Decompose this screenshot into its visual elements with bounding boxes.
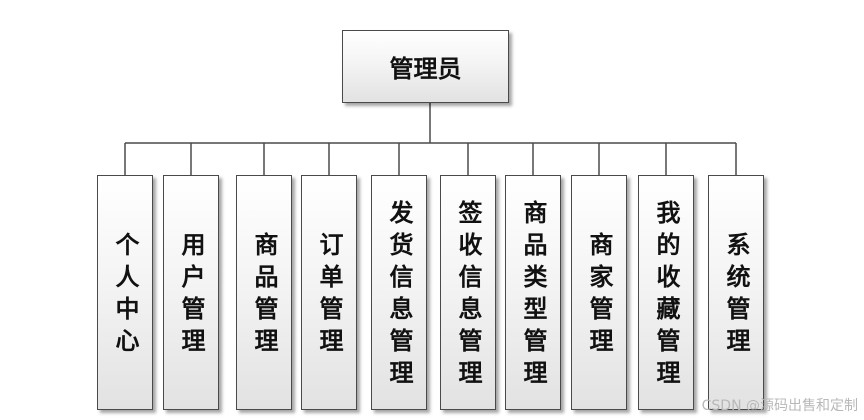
child-node-label: 签收信息管理 (454, 199, 482, 392)
watermark-text: CSDN @源码出售和定制 (701, 398, 858, 414)
root-node-label: 管理员 (389, 55, 462, 83)
child-node-4: 订单管理 (301, 175, 357, 410)
child-node-label: 商品管理 (250, 231, 278, 360)
child-node-3: 商品管理 (236, 175, 292, 410)
root-node-admin: 管理员 (342, 30, 509, 103)
child-node-label: 商品类型管理 (519, 199, 547, 392)
child-node-label: 订单管理 (315, 231, 343, 360)
child-node-7: 商品类型管理 (505, 175, 561, 410)
child-node-9: 我的收藏管理 (638, 175, 694, 410)
child-node-10: 系统管理 (708, 175, 764, 410)
child-node-label: 个人中心 (111, 231, 139, 360)
child-node-label: 我的收藏管理 (652, 199, 680, 392)
child-node-label: 商家管理 (585, 231, 613, 360)
child-node-8: 商家管理 (571, 175, 627, 410)
child-node-6: 签收信息管理 (440, 175, 496, 410)
child-node-5: 发货信息管理 (371, 175, 427, 410)
child-node-1: 个人中心 (97, 175, 153, 410)
child-node-2: 用户管理 (163, 175, 219, 410)
child-node-label: 系统管理 (722, 231, 750, 360)
child-node-label: 发货信息管理 (385, 199, 413, 392)
child-node-label: 用户管理 (177, 231, 205, 360)
